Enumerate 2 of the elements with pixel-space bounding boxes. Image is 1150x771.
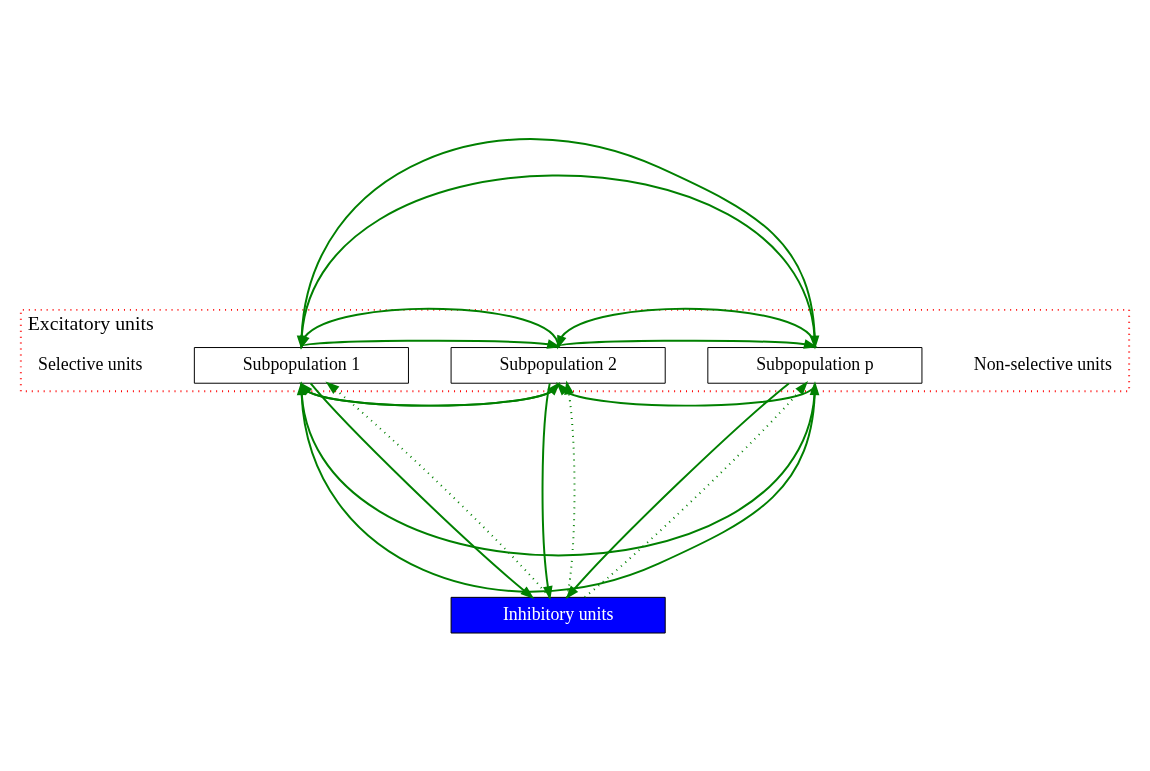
label: Selective units [38, 353, 143, 374]
label: Non-selective units [973, 353, 1112, 374]
